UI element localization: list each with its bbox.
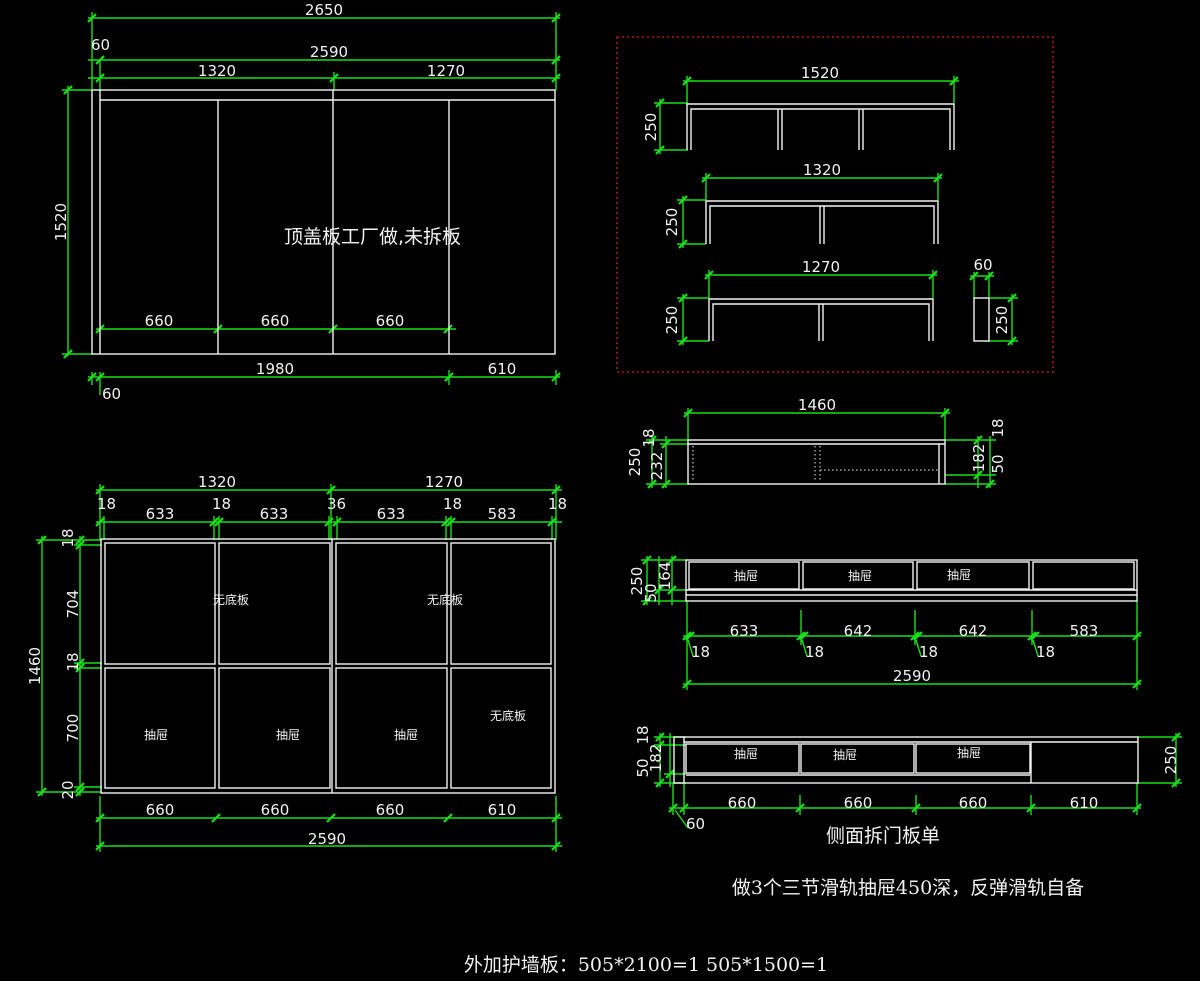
- front-dim-left-group: 1320: [198, 473, 236, 491]
- strip1-dim-total: 2590: [893, 667, 931, 685]
- front-upper-label-1: 无底板: [213, 592, 249, 607]
- drawer-box-left-dim-1: 250: [626, 448, 644, 477]
- front-panel-width-2: 633: [260, 505, 289, 523]
- strip2-left-dim-2: 182: [647, 744, 665, 773]
- front-gap-5: 18: [548, 495, 567, 513]
- strip2-left-dim-1: 50: [634, 758, 652, 777]
- drawer-slide-note: 做3个三节滑轨抽屉450深，反弹滑轨自备: [732, 877, 1084, 899]
- top-bay-width-3: 660: [376, 312, 405, 330]
- strip2-drawer-label-3: 抽屉: [957, 746, 981, 760]
- frame1-width: 1520: [801, 64, 839, 82]
- top-dim-overall: 2650: [305, 1, 343, 19]
- drawing-notes: 侧面拆门板单 做3个三节滑轨抽屉450深，反弹滑轨自备 外加护墙板：505*21…: [464, 825, 1084, 976]
- top-plan-view: 2650 60 2590 1320 1270 1520 660 660 660 …: [52, 1, 561, 403]
- strip2-width-2: 660: [844, 794, 873, 812]
- strip2-drawer-label-2: 抽屉: [833, 748, 857, 762]
- strip2-width-1: 660: [728, 794, 757, 812]
- wall-panel-note: 外加护墙板：505*2100=1 505*1500=1: [464, 954, 828, 976]
- front-height-dim-1: 18: [59, 528, 77, 547]
- strip1-drawer-label-1: 抽屉: [734, 569, 758, 583]
- strip1-width-4: 583: [1070, 622, 1099, 640]
- front-height-dim-2: 704: [64, 590, 82, 619]
- strip2-offset: 60: [686, 815, 705, 833]
- top-plan-note: 顶盖板工厂做,未拆板: [284, 226, 461, 248]
- front-height-dim-3: 18: [64, 652, 82, 671]
- side-door-list-note: 侧面拆门板单: [826, 825, 940, 847]
- front-gap-4: 18: [443, 495, 462, 513]
- front-gap-1: 18: [97, 495, 116, 513]
- front-bottom-width-4: 610: [488, 801, 517, 819]
- post-width: 60: [973, 256, 992, 274]
- strip1-gap-2: 18: [805, 643, 824, 661]
- top-dim-right-group: 1270: [427, 62, 465, 80]
- strip2-width-3: 660: [959, 794, 988, 812]
- front-dim-total-height: 1460: [26, 647, 44, 685]
- front-view: 1320 1270 18 18 36 18 18 633 633 633 583…: [26, 473, 567, 852]
- strip2-width-4: 610: [1070, 794, 1099, 812]
- strip2-drawer-label-1: 抽屉: [734, 747, 758, 761]
- strip1-width-3: 642: [959, 622, 988, 640]
- front-gap-3: 36: [327, 495, 346, 513]
- top-dim-height: 1520: [52, 203, 70, 241]
- front-panel-width-1: 633: [146, 505, 175, 523]
- strip1-left-dim-3: 164: [656, 562, 674, 591]
- front-panel-width-4: 583: [488, 505, 517, 523]
- front-lower-label-3: 抽屉: [394, 728, 418, 742]
- top-bay-width-1: 660: [145, 312, 174, 330]
- frame2-width: 1320: [803, 161, 841, 179]
- strip1-drawer-label-3: 抽屉: [947, 568, 971, 582]
- strip1-left-dim-2: 50: [642, 583, 660, 602]
- top-dim-left-group: 1320: [198, 62, 236, 80]
- strip1-gap-3: 18: [919, 643, 938, 661]
- frame3-height: 250: [663, 306, 681, 335]
- front-gap-2: 18: [212, 495, 231, 513]
- drawer-box-right-dim-3: 18: [989, 418, 1007, 437]
- top-dim-bottom-main: 1980: [256, 360, 294, 378]
- front-lower-label-2: 抽屉: [276, 728, 300, 742]
- strip2-right-dim: 250: [1162, 746, 1180, 775]
- front-lower-label-1: 抽屉: [144, 728, 168, 742]
- frame2-height: 250: [663, 208, 681, 237]
- frame-profiles: 1520 250 1320 250: [616, 36, 1054, 373]
- strip1-width-1: 633: [730, 622, 759, 640]
- drawer-box-view: 1460 250 232 18 182 50 18: [626, 396, 1007, 489]
- top-dim-bottom-offset: 60: [102, 385, 121, 403]
- post-height: 250: [993, 306, 1011, 335]
- top-dim-bottom-right: 610: [488, 360, 517, 378]
- strip1-left-dim-1: 250: [628, 567, 646, 596]
- drawer-box-left-dim-2: 232: [648, 452, 666, 481]
- top-dim-left-offset: 60: [91, 36, 110, 54]
- strip1-gap-4: 18: [1036, 643, 1055, 661]
- front-panel-width-3: 633: [377, 505, 406, 523]
- front-height-dim-5: 20: [59, 780, 77, 799]
- drawer-box-left-dim-3: 18: [640, 428, 658, 447]
- front-lower-label-4: 无底板: [490, 708, 526, 723]
- strip2-left-dim-3: 18: [634, 725, 652, 744]
- front-dim-right-group: 1270: [425, 473, 463, 491]
- front-bottom-width-1: 660: [146, 801, 175, 819]
- strip1-gap-1: 18: [691, 643, 710, 661]
- front-height-dim-4: 700: [64, 714, 82, 743]
- top-bay-width-2: 660: [261, 312, 290, 330]
- front-dim-bottom-total: 2590: [308, 830, 346, 848]
- strip1-drawer-label-2: 抽屉: [848, 569, 872, 583]
- top-dim-inner: 2590: [310, 43, 348, 61]
- drawer-strip-1: 250 50 164 抽屉 抽屉 抽屉 633 642 642 583 18 1…: [628, 555, 1142, 690]
- drawer-box-width: 1460: [798, 396, 836, 414]
- front-bottom-width-3: 660: [376, 801, 405, 819]
- frame1-height: 250: [642, 113, 660, 142]
- drawer-box-right-dim-2: 50: [989, 454, 1007, 473]
- drawer-strip-2: 50 182 18 抽屉 抽屉 抽屉 250 660 660 660 610 6…: [634, 725, 1182, 833]
- frame3-width: 1270: [802, 258, 840, 276]
- drawer-box-right-dim-1: 182: [970, 444, 988, 473]
- front-upper-label-2: 无底板: [427, 592, 463, 607]
- strip1-width-2: 642: [844, 622, 873, 640]
- front-bottom-width-2: 660: [261, 801, 290, 819]
